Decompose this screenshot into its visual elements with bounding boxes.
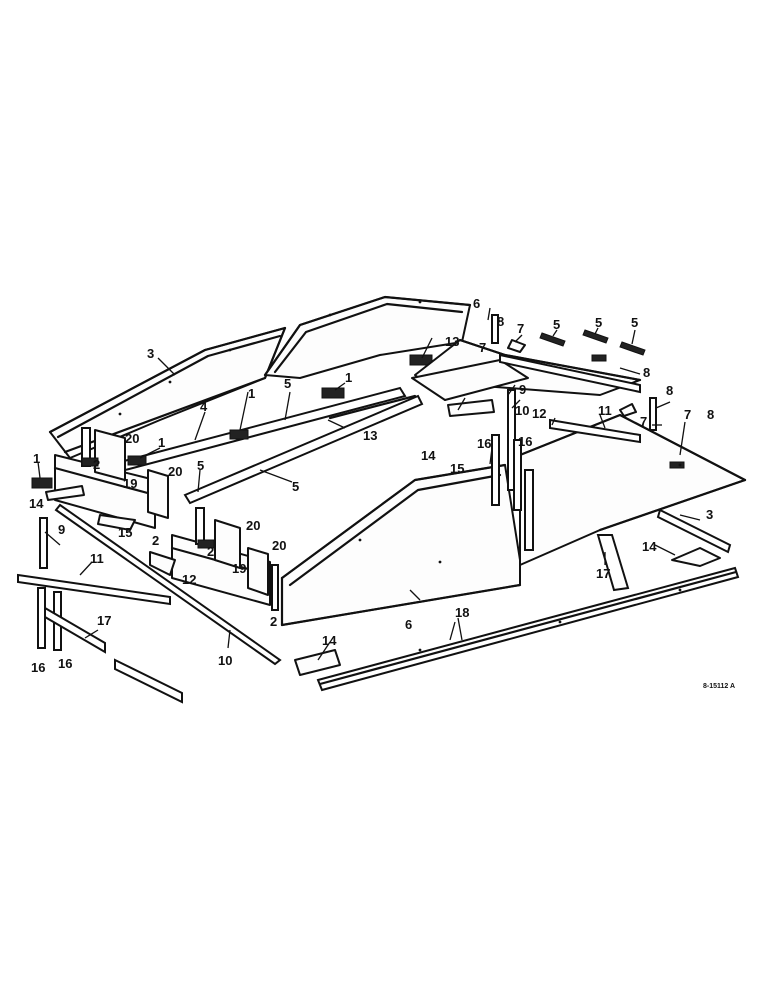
callout-16: 16	[477, 436, 491, 451]
callout-18: 18	[455, 605, 469, 620]
side-rail-13	[183, 394, 424, 505]
drawing-reference-code: 8-15112 A	[703, 683, 735, 690]
bracket-14-right	[671, 547, 721, 567]
plate-17-left	[44, 606, 106, 654]
callout-1: 1	[158, 435, 165, 450]
callout-14: 14	[322, 633, 337, 648]
callout-2: 2	[207, 544, 214, 559]
right-upper-rail	[499, 353, 641, 394]
bracket-12-left	[149, 551, 176, 576]
callout-13: 13	[445, 334, 459, 349]
callout-7: 7	[479, 340, 486, 355]
callout-2: 2	[93, 457, 100, 472]
callout-19: 19	[123, 476, 137, 491]
callout-5: 5	[553, 317, 560, 332]
callout-15: 15	[118, 525, 132, 540]
callout-16: 16	[518, 434, 532, 449]
brackets-8-right	[491, 314, 685, 469]
brackets-1	[31, 354, 433, 549]
callout-16: 16	[58, 656, 72, 671]
callout-19: 19	[232, 561, 246, 576]
callout-9: 9	[58, 522, 65, 537]
callout-8: 8	[497, 314, 504, 329]
callout-7: 7	[640, 414, 647, 429]
callout-8: 8	[643, 365, 650, 380]
plate-12-right	[549, 418, 641, 444]
callout-7: 7	[684, 407, 691, 422]
callout-7: 7	[517, 321, 524, 336]
rivet-holes	[118, 300, 682, 652]
long-rail-18	[316, 566, 740, 692]
callout-13: 13	[363, 428, 377, 443]
leader-lines	[37, 307, 701, 661]
callout-8: 8	[707, 407, 714, 422]
callout-17: 17	[596, 566, 610, 581]
callout-10: 10	[515, 403, 529, 418]
callout-12: 12	[532, 406, 546, 421]
callout-10: 10	[218, 653, 232, 668]
bracket-15-left	[97, 514, 136, 531]
right-roof-panel	[518, 413, 747, 566]
callout-6: 6	[473, 296, 480, 311]
right-top-plate-13	[411, 359, 529, 401]
callout-14: 14	[29, 496, 44, 511]
callout-3: 3	[706, 507, 713, 522]
clips-7-right	[507, 339, 637, 417]
callout-labels: 1 1 1 1 2 2 2 2 3 3 4 5 5 5 5 5 5 6 6 7 …	[29, 296, 714, 675]
panel-20b	[147, 469, 169, 519]
front-roof-section-6	[280, 463, 522, 627]
callout-20: 20	[272, 538, 286, 553]
plate-17-right	[596, 534, 630, 592]
cross-bar-11-left	[17, 573, 171, 606]
left-roof-frame	[48, 326, 287, 459]
callout-5: 5	[284, 376, 291, 391]
panel-20c	[214, 519, 241, 569]
bracket-14-bottom	[294, 649, 341, 676]
rail-3-right	[656, 508, 732, 554]
callout-12: 12	[182, 572, 196, 587]
callout-5: 5	[292, 479, 299, 494]
callout-5: 5	[197, 458, 204, 473]
callout-2: 2	[152, 533, 159, 548]
callout-5: 5	[631, 315, 638, 330]
callout-17: 17	[97, 613, 111, 628]
brackets-5-right	[539, 329, 646, 356]
callout-14: 14	[421, 448, 436, 463]
panel-20d	[247, 547, 269, 596]
bracket-14-center	[447, 399, 495, 417]
callout-4: 4	[200, 399, 208, 414]
callout-1: 1	[248, 386, 255, 401]
bracket-14-left	[45, 485, 85, 501]
callout-20: 20	[168, 464, 182, 479]
upper-center-roof-frame	[263, 295, 472, 379]
callout-15: 15	[450, 461, 464, 476]
callout-6: 6	[405, 617, 412, 632]
panel-20a	[94, 429, 126, 481]
callout-8: 8	[666, 383, 673, 398]
callout-3: 3	[147, 346, 154, 361]
callout-20: 20	[125, 431, 139, 446]
long-rail-10	[54, 503, 282, 666]
callout-1: 1	[33, 451, 40, 466]
callout-16: 16	[31, 660, 45, 675]
callout-11: 11	[90, 551, 104, 566]
plate-17-left-lower	[114, 658, 183, 704]
callout-14: 14	[642, 539, 657, 554]
callout-20: 20	[246, 518, 260, 533]
callout-2: 2	[270, 614, 277, 629]
callout-1: 1	[345, 370, 352, 385]
callout-11: 11	[598, 403, 612, 418]
callout-5: 5	[595, 315, 602, 330]
callout-9: 9	[519, 382, 526, 397]
